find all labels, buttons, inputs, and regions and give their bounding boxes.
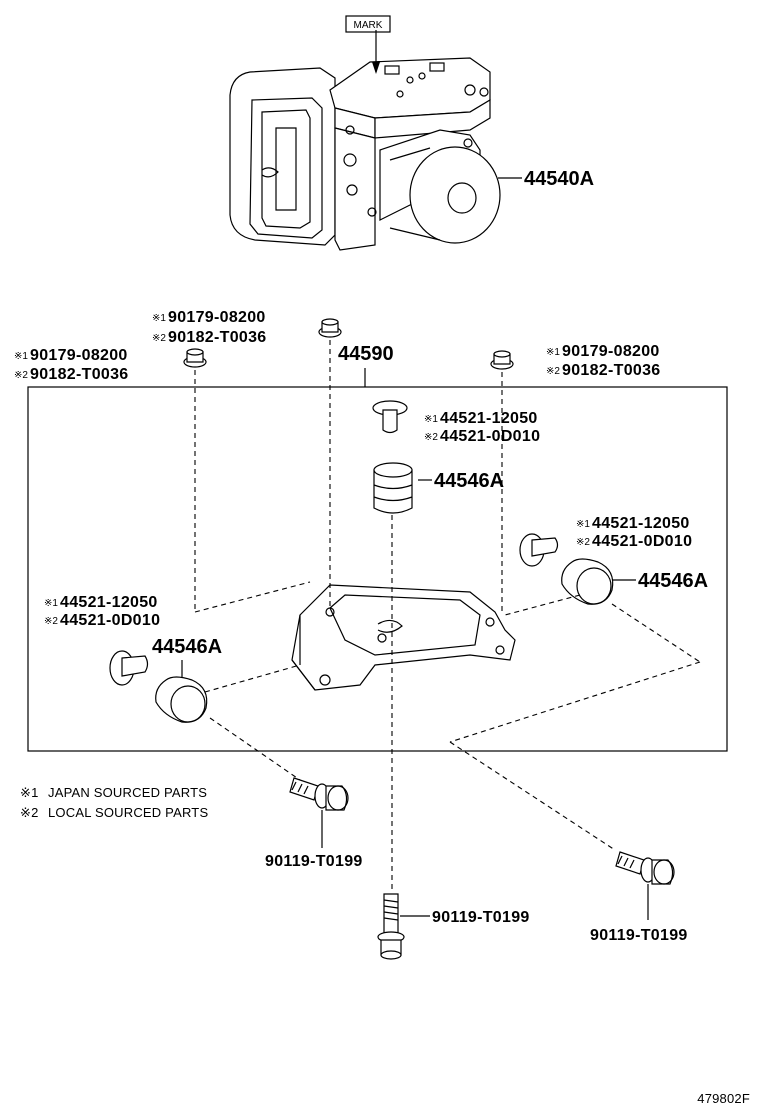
mark2-left: ※2 bbox=[14, 370, 28, 381]
collar-top-part-b: 44521-0D010 bbox=[440, 428, 540, 445]
cushion-right bbox=[561, 558, 614, 605]
bolt-low-center bbox=[377, 893, 405, 960]
bolt-left-part-a: 90179-08200 bbox=[30, 347, 128, 364]
bracket bbox=[291, 584, 516, 691]
bolt-top-center bbox=[318, 318, 342, 338]
cushion-left bbox=[155, 676, 208, 723]
mark1-collar-right: ※1 bbox=[576, 519, 590, 530]
figure-id: 479802F bbox=[697, 1091, 750, 1106]
bolt-low-center-part-number: 90119-T0199 bbox=[432, 909, 530, 926]
abs-actuator: MARK 44540A bbox=[229, 15, 594, 251]
collar-left-part-a: 44521-12050 bbox=[60, 594, 158, 611]
collar-top bbox=[372, 400, 408, 434]
note1-mark: ※1 bbox=[20, 785, 39, 800]
note2-text: LOCAL SOURCED PARTS bbox=[48, 805, 208, 820]
mark1-left: ※1 bbox=[14, 351, 28, 362]
mark1-top-center: ※1 bbox=[152, 313, 166, 324]
cushion-top-part-number: 44546A bbox=[434, 470, 504, 492]
bolt-right-part-a: 90179-08200 bbox=[562, 343, 660, 360]
bracket-part-number: 44590 bbox=[338, 343, 394, 365]
mark-box bbox=[345, 15, 391, 33]
bolt-low-right bbox=[615, 851, 675, 885]
mark1-collar-left: ※1 bbox=[44, 598, 58, 609]
note2-mark: ※2 bbox=[20, 805, 39, 820]
bolt-right bbox=[490, 350, 514, 370]
collar-top-part-a: 44521-12050 bbox=[440, 410, 538, 427]
cushion-top bbox=[373, 462, 413, 514]
collar-right bbox=[519, 533, 559, 567]
cushion-left-part-number: 44546A bbox=[152, 636, 222, 658]
bolt-top-center-part-b: 90182-T0036 bbox=[168, 329, 267, 346]
mark1-collar-top: ※1 bbox=[424, 414, 438, 425]
bolt-left bbox=[183, 348, 207, 368]
mark2-collar-top: ※2 bbox=[424, 432, 438, 443]
mark1-right: ※1 bbox=[546, 347, 560, 358]
cushion-right-part-number: 44546A bbox=[638, 570, 708, 592]
bracket-assembly-box bbox=[27, 386, 728, 752]
collar-right-part-b: 44521-0D010 bbox=[592, 533, 692, 550]
mark-label: MARK bbox=[354, 20, 383, 31]
collar-left-part-b: 44521-0D010 bbox=[60, 612, 160, 629]
actuator-part-number: 44540A bbox=[524, 168, 594, 190]
bolt-low-right-part-number: 90119-T0199 bbox=[590, 927, 688, 944]
mark2-top-center: ※2 bbox=[152, 333, 166, 344]
bolt-left-part-b: 90182-T0036 bbox=[30, 366, 129, 383]
mark2-right: ※2 bbox=[546, 366, 560, 377]
bolt-top-center-part-a: 90179-08200 bbox=[168, 309, 266, 326]
note1-text: JAPAN SOURCED PARTS bbox=[48, 785, 207, 800]
collar-left bbox=[109, 650, 149, 686]
mark2-collar-right: ※2 bbox=[576, 537, 590, 548]
bolt-low-left bbox=[289, 777, 349, 811]
collar-right-part-a: 44521-12050 bbox=[592, 515, 690, 532]
bolt-low-left-part-number: 90119-T0199 bbox=[265, 853, 363, 870]
mark2-collar-left: ※2 bbox=[44, 616, 58, 627]
bolt-right-part-b: 90182-T0036 bbox=[562, 362, 661, 379]
